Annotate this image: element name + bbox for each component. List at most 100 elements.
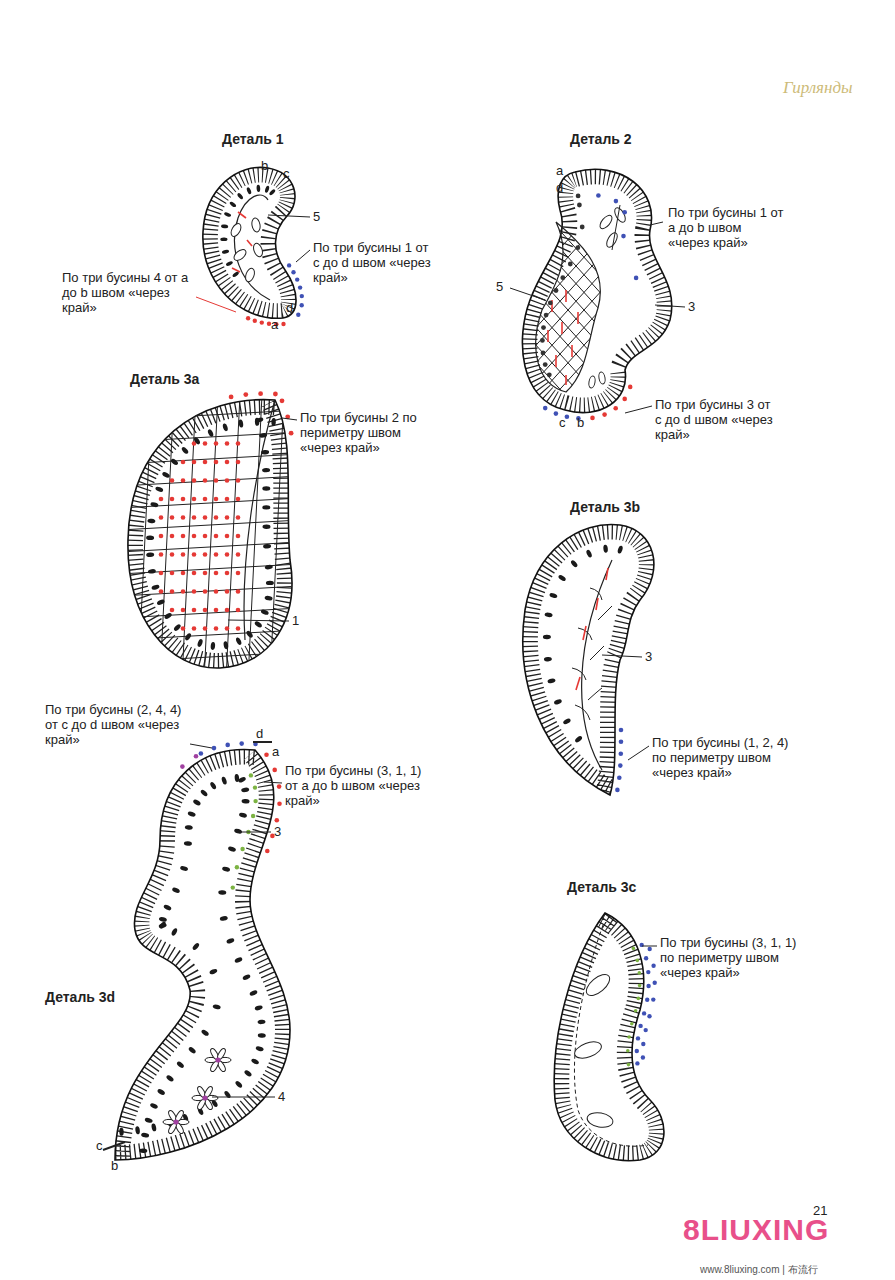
- stitch-drop: [158, 921, 166, 930]
- bead-dot: [295, 277, 299, 281]
- bead-dot: [251, 814, 255, 818]
- bead-dot: [236, 626, 241, 631]
- bead-dot: [615, 788, 620, 793]
- stitch-drop: [264, 185, 270, 193]
- grid-line: [120, 586, 300, 596]
- bead-dot: [634, 276, 639, 281]
- bead-dot: [580, 225, 585, 230]
- bead-note: По три бусины (1, 2, 4) по периметру шво…: [652, 735, 802, 780]
- bead-dot: [236, 515, 241, 520]
- leader-line: [196, 297, 236, 312]
- grid-line: [120, 564, 300, 574]
- stitch-drop: [201, 1029, 210, 1037]
- grid-line: [404, 200, 604, 420]
- leaf-motif: [229, 222, 243, 238]
- grid-line: [612, 200, 812, 420]
- hatching: [203, 167, 296, 318]
- bead-note: По три бусины (3, 1, 1) от a до b швом «…: [285, 763, 425, 808]
- stitch-drop: [234, 956, 243, 963]
- bead-dot: [575, 245, 580, 250]
- stitch-drop: [222, 866, 231, 872]
- stitch-drop: [223, 641, 229, 650]
- bead-dot: [618, 763, 623, 768]
- inner-line: [536, 222, 601, 392]
- bead-dot: [635, 1061, 639, 1065]
- bead-dot: [214, 552, 219, 557]
- watermark: 8LIUXING: [683, 1222, 829, 1237]
- edge-mark: [253, 741, 272, 743]
- bead-dot: [296, 313, 300, 317]
- stitch-drop: [558, 574, 567, 582]
- red-stitch: [583, 626, 586, 640]
- stitch-drop: [271, 418, 276, 426]
- bead-dot: [203, 552, 208, 557]
- bead-dot: [214, 497, 219, 502]
- stitch-drop: [146, 535, 154, 540]
- running-header: Гирлянды: [783, 80, 853, 95]
- bead-dot: [246, 316, 250, 320]
- leaf-vein: [590, 588, 602, 600]
- bead-dot: [181, 534, 186, 539]
- stitch-drop: [242, 974, 251, 981]
- bead-dot: [642, 1011, 646, 1015]
- page-number: 21: [813, 1203, 827, 1218]
- stitch-drop: [157, 1088, 166, 1096]
- leader-line: [625, 406, 652, 413]
- inner-line: [574, 925, 648, 1146]
- detail-shape: [128, 400, 292, 668]
- bead-dot: [170, 515, 175, 520]
- bead-dot: [236, 534, 241, 539]
- bead-dot: [192, 571, 197, 576]
- bead-dot: [170, 589, 175, 594]
- bead-dot: [291, 270, 295, 274]
- bead-dot: [626, 1049, 630, 1053]
- bead-dot: [215, 1057, 220, 1062]
- bead-dot: [203, 515, 208, 520]
- red-stitch: [565, 290, 567, 302]
- bead-dot: [541, 351, 546, 356]
- grid-line: [660, 200, 860, 420]
- bead-dot: [622, 210, 627, 215]
- stitch-drop: [171, 927, 179, 936]
- leader-line: [190, 744, 212, 748]
- bead-dot: [619, 728, 624, 733]
- bead-dot: [214, 441, 219, 446]
- bead-dot: [170, 571, 175, 576]
- stitch-drop: [241, 799, 249, 804]
- bead-dot: [192, 552, 197, 557]
- bead-dot: [214, 589, 219, 594]
- grid-line: [356, 200, 556, 420]
- bead-dot: [249, 773, 253, 777]
- callout-number: 5: [496, 279, 503, 294]
- stitch-drop: [265, 564, 274, 569]
- stitch-drop: [151, 1123, 157, 1132]
- bead-dot: [170, 534, 175, 539]
- grid-line: [120, 542, 300, 552]
- stitch-drop: [209, 968, 218, 975]
- point-letter: d: [286, 300, 293, 315]
- stitch-drop: [200, 789, 209, 798]
- detail-shape: [115, 750, 290, 1160]
- bead-dot: [554, 411, 559, 416]
- stitch-drop: [229, 201, 237, 208]
- bead-dot: [203, 626, 208, 631]
- bead-dot: [214, 534, 219, 539]
- bead-dot: [194, 754, 199, 759]
- stitch-drop: [262, 468, 270, 473]
- shape-fill: [203, 167, 296, 318]
- leaf-motif: [572, 1039, 603, 1062]
- bead-dot: [159, 589, 164, 594]
- bead-dot: [287, 263, 291, 267]
- bead-note: По три бусины 1 от c до d швом «через кр…: [313, 240, 431, 285]
- bead-dot: [543, 362, 548, 367]
- bead-dot: [273, 392, 278, 397]
- bead-dot: [239, 741, 244, 746]
- bead-dot: [540, 338, 545, 343]
- bead-dot: [638, 984, 642, 988]
- bead-dot: [225, 626, 230, 631]
- bead-dot: [181, 626, 186, 631]
- bead-dot: [225, 478, 230, 483]
- shape-outline: [523, 524, 654, 795]
- inner-line: [244, 400, 275, 640]
- grid-line: [468, 200, 668, 420]
